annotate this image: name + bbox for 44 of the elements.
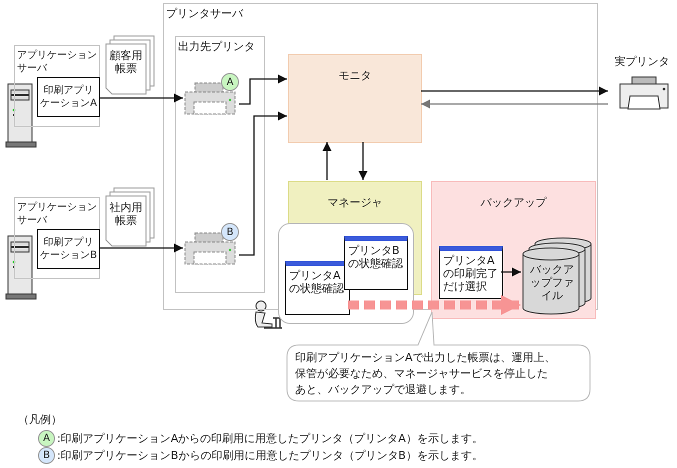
process-box <box>37 229 100 269</box>
file-label: バックアップファイル <box>529 263 575 302</box>
window <box>285 261 350 315</box>
arrow <box>239 112 287 256</box>
arrow <box>501 268 521 276</box>
component-title: マネージャ <box>326 196 384 209</box>
component-box <box>288 54 422 143</box>
component-box <box>431 181 596 319</box>
arrow <box>99 94 183 102</box>
legend-text: :印刷アプリケーションBからの印刷用に用意したプリンタ（プリンタB）を示します。 <box>57 449 483 462</box>
group-box <box>14 45 100 127</box>
window-text: プリンタAの状態確認 <box>289 269 345 295</box>
circled-letter: B <box>221 223 239 241</box>
group-title: 出力先プリンタ <box>178 40 256 53</box>
legend-heading: （凡例） <box>18 413 62 426</box>
printer-label: 実プリンタ <box>614 55 670 68</box>
component-title: バックアップ <box>480 196 548 209</box>
legend-letter: B <box>42 449 51 463</box>
callout-text: 印刷アプリケーションAで出力した帳票は、運用上、保管が必要なため、マネージャサービスを停止したあと、バックアップで退避します。 <box>295 350 557 398</box>
group-title: アプリケーションサーバ <box>17 201 98 227</box>
group-box <box>14 197 100 279</box>
group-title: プリンタサーバ <box>166 7 244 20</box>
arrow <box>421 86 608 96</box>
legend-letter: A <box>42 432 51 446</box>
arrow <box>358 142 368 180</box>
arrow <box>421 100 608 108</box>
window <box>439 246 503 299</box>
dashed-arrow <box>348 295 521 315</box>
window <box>344 236 408 290</box>
legend-text: :印刷アプリケーションAからの印刷用に用意したプリンタ（プリンタA）を示します。 <box>57 432 483 445</box>
process-label: 印刷アプリケーションB <box>39 236 98 262</box>
document-label: 顧客用帳票 <box>108 49 144 75</box>
arrow <box>322 142 332 180</box>
window-text: プリンタAの印刷完了だけ選択 <box>443 254 499 293</box>
window-text: プリンタBの状態確認 <box>348 244 404 270</box>
arrow <box>99 244 183 252</box>
circled-letter: A <box>221 73 239 91</box>
group-title: アプリケーションサーバ <box>17 49 98 75</box>
document-label: 社内用帳票 <box>108 201 144 227</box>
component-title: モニタ <box>338 69 372 82</box>
group-box <box>175 36 265 293</box>
process-box <box>37 77 100 117</box>
arrow <box>239 74 287 105</box>
process-label: 印刷アプリケーションA <box>39 84 98 110</box>
